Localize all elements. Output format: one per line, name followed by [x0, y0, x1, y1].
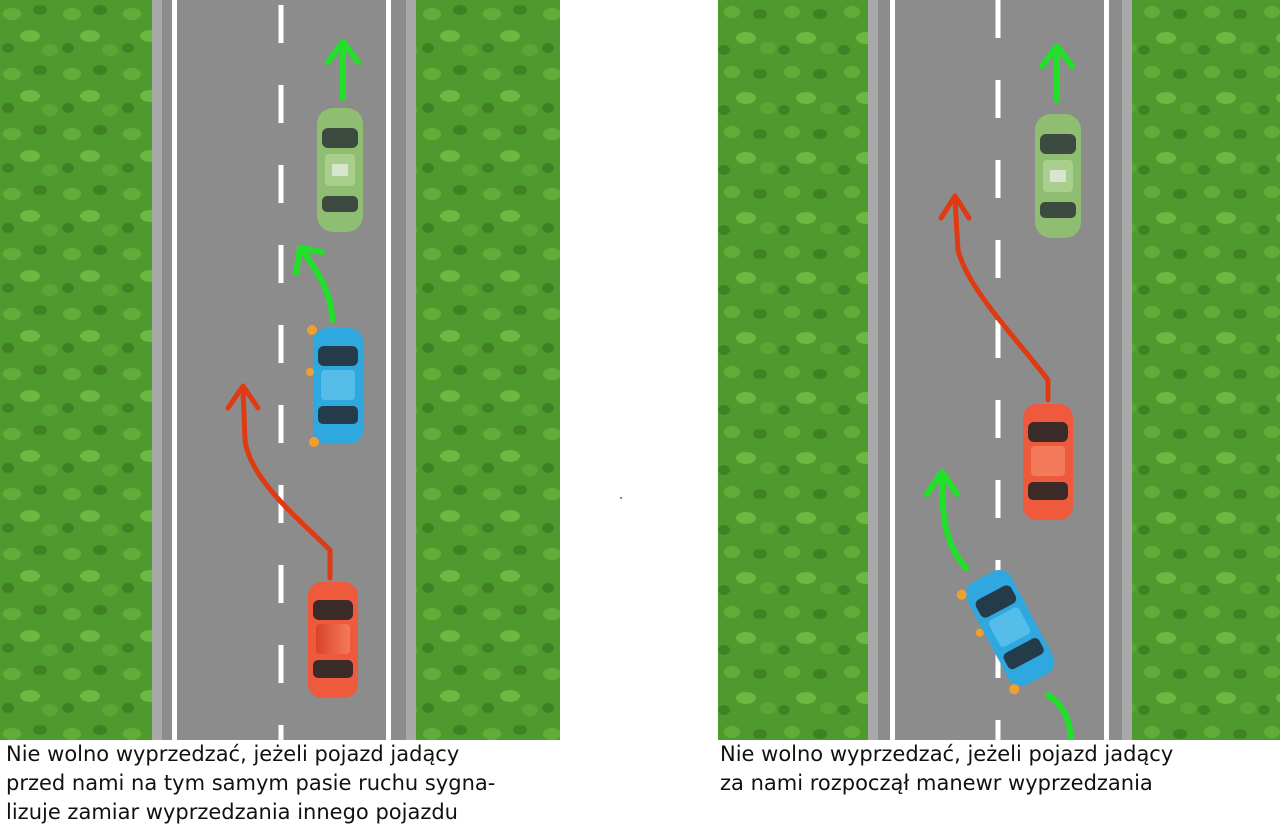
indicator-icon: [307, 325, 317, 335]
indicator-icon: [956, 589, 967, 600]
road-scene-right: [718, 0, 1280, 740]
grass-right: [416, 0, 560, 740]
arrow-green-icon: [924, 469, 1074, 740]
grass-left: [0, 0, 152, 740]
caption-line: Nie wolno wyprzedzać, jeżeli pojazd jadą…: [720, 742, 1174, 766]
caption-left: Nie wolno wyprzedzać, jeżeli pojazd jadą…: [6, 740, 495, 827]
arrow-green-icon: [1039, 43, 1075, 103]
diagram-panel-left: [0, 0, 560, 740]
road-scene-left: [0, 0, 560, 740]
edge-line-left: [172, 0, 177, 740]
caption-line: Nie wolno wyprzedzać, jeżeli pojazd jadą…: [6, 742, 460, 766]
caption-right: Nie wolno wyprzedzać, jeżeli pojazd jadą…: [720, 740, 1173, 798]
edge-line-left: [890, 0, 895, 740]
arrow-green-icon: [293, 245, 335, 323]
car-blue: [956, 569, 1055, 695]
indicator-icon: [306, 368, 314, 376]
car-blue: [306, 325, 363, 447]
caption-line: przed nami na tym samym pasie ruchu sygn…: [6, 771, 496, 795]
car-green: [1035, 114, 1081, 238]
indicator-icon: [975, 628, 984, 637]
arrow-green-icon: [325, 39, 361, 101]
indicator-icon: [1009, 684, 1020, 695]
car-red: [1023, 404, 1073, 520]
caption-line: za nami rozpoczął manewr wyprzedzania: [720, 771, 1153, 795]
arrow-red-icon: [938, 193, 1051, 403]
edge-line-right: [1104, 0, 1109, 740]
car-green: [317, 108, 363, 232]
road: [152, 0, 416, 740]
arrow-red-icon: [225, 383, 333, 581]
grass-right: [1132, 0, 1280, 740]
diagram-panel-right: [718, 0, 1280, 740]
car-red: [308, 582, 358, 698]
caption-line: lizuje zamiar wyprzedzania innego pojazd…: [6, 800, 458, 824]
grass-left: [718, 0, 868, 740]
edge-line-right: [386, 0, 391, 740]
indicator-icon: [309, 437, 319, 447]
